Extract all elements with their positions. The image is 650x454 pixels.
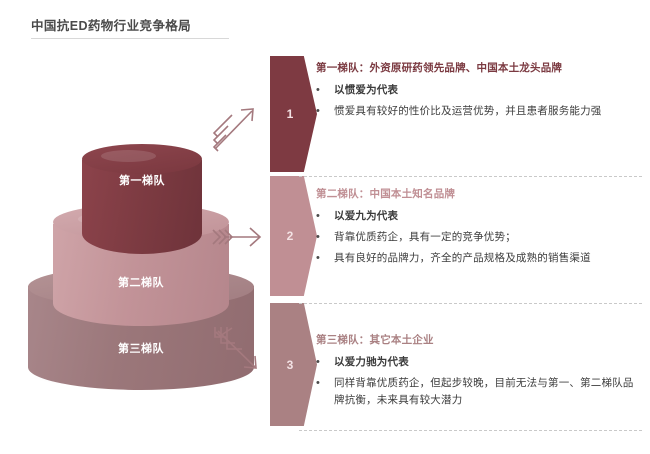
section-divider-1 [299, 176, 642, 177]
bullet-dot-icon: • [316, 105, 320, 117]
tier-2-bullet-2-text: 背靠优质药企，具有一定的竞争优势； [334, 231, 516, 243]
tier-2-bullet-3: • 具有良好的品牌力，齐全的产品规格及成熟的销售渠道 [316, 250, 642, 267]
arrow-up-right-icon [212, 108, 254, 152]
section-divider-2 [299, 303, 642, 304]
tier-1-bullet-1: • 以惯爱为代表 [316, 82, 642, 99]
tier-pyramid-diagram: 第三梯队 第二梯队 第一梯队 [28, 128, 254, 390]
tier-marker-2-number: 2 [286, 229, 294, 243]
tier-3-bullet-2-text: 同样背靠优质药企，但起步较晚，目前无法与第一、第二梯队品牌抗衡，未来具有较大潜力 [334, 377, 634, 406]
tier-2-bullet-1-text: 以爱九为代表 [334, 210, 399, 222]
arrow-right-icon [212, 227, 262, 247]
tier-1-label: 第一梯队 [119, 175, 165, 187]
bullet-dot-icon: • [316, 210, 320, 222]
tier-1-body [82, 160, 202, 254]
tier-2-bullet-2: • 背靠优质药企，具有一定的竞争优势； [316, 229, 642, 246]
tier-marker-2[interactable]: 2 [270, 176, 317, 296]
page-title: 中国抗ED药物行业竞争格局 [31, 19, 192, 33]
tier-2-heading: 第二梯队：中国本土知名品牌 [316, 188, 456, 200]
tier-1-bullet-2: • 惯爱具有较好的性价比及运营优势，并且患者服务能力强 [316, 103, 642, 120]
tier-3-bullet-1-text: 以爱力驰为代表 [334, 356, 409, 368]
tier-marker-3-number: 3 [286, 357, 294, 372]
arrow-down-right-icon [214, 327, 257, 369]
tier-1-gloss [101, 150, 157, 162]
tier-1-bullet-1-text: 以惯爱为代表 [334, 84, 399, 96]
tier-marker-3[interactable]: 3 [270, 303, 317, 426]
pyramid-tier-1[interactable]: 第一梯队 [82, 144, 202, 254]
tier-3-bullet-1: • 以爱力驰为代表 [316, 354, 642, 371]
section-divider-3 [299, 430, 642, 431]
tier-3-heading: 第三梯队：其它本土企业 [316, 334, 434, 346]
tier-1-heading: 第一梯队：外资原研药领先品牌、中国本土龙头品牌 [316, 62, 563, 74]
tier-1-description-block: 第一梯队：外资原研药领先品牌、中国本土龙头品牌 • 以惯爱为代表 • 惯爱具有较… [316, 60, 642, 124]
bullet-dot-icon: • [316, 231, 320, 243]
tier-2-label: 第二梯队 [118, 277, 164, 289]
tier-marker-1-number: 1 [286, 107, 294, 121]
tier-1-top [82, 144, 202, 174]
title-divider [31, 38, 229, 39]
bullet-dot-icon: • [316, 84, 320, 96]
tier-1-bullet-2-text: 惯爱具有较好的性价比及运营优势，并且患者服务能力强 [334, 105, 602, 117]
tier-marker-1[interactable]: 1 [270, 56, 317, 172]
bullet-dot-icon: • [316, 377, 320, 389]
tier-2-description-block: 第二梯队：中国本土知名品牌 • 以爱九为代表 • 背靠优质药企，具有一定的竞争优… [316, 186, 642, 271]
bullet-dot-icon: • [316, 356, 320, 368]
tier-3-label: 第三梯队 [118, 343, 164, 355]
tier-3-bullet-2: • 同样背靠优质药企，但起步较晚，目前无法与第一、第二梯队品牌抗衡，未来具有较大… [316, 375, 642, 409]
tier-3-description-block: 第三梯队：其它本土企业 • 以爱力驰为代表 • 同样背靠优质药企，但起步较晚，目… [316, 332, 642, 413]
tier-2-bullet-3-text: 具有良好的品牌力，齐全的产品规格及成熟的销售渠道 [334, 252, 591, 264]
bullet-dot-icon: • [316, 252, 320, 264]
tier-2-bullet-1: • 以爱九为代表 [316, 208, 642, 225]
